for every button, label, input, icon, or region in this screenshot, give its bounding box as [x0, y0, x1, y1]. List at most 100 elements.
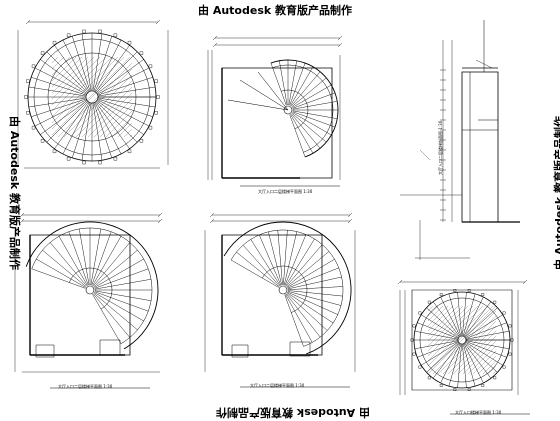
stair-tread-line [279, 61, 287, 105]
hatch-line [428, 306, 488, 366]
stair-tread-line [98, 87, 155, 96]
stair-tread-line [93, 34, 102, 91]
stair-tread-line [466, 331, 509, 339]
hatch-line [94, 99, 132, 137]
stair-outer-arc-2 [32, 228, 152, 344]
room-outline [222, 68, 332, 178]
stair-tread-line [433, 302, 460, 337]
railing-post [454, 388, 456, 390]
stair-tread-line [462, 344, 466, 388]
spiral-stair-plan-bottom-left [15, 213, 162, 388]
center-column [86, 286, 94, 294]
railing-post [482, 384, 484, 386]
hatch-line [106, 111, 132, 137]
hatch-line [52, 57, 112, 117]
hatch-line [52, 57, 58, 63]
stair-tread-line [97, 101, 144, 135]
stair-tread-line [288, 268, 339, 288]
stair-tread-line [449, 294, 461, 336]
stair-tread-line [94, 259, 143, 288]
hatch-line [438, 316, 496, 374]
hatch-line [458, 336, 496, 374]
hatch-line [428, 306, 483, 361]
stair-tread-line [259, 235, 281, 286]
stair-tread-line [466, 341, 507, 357]
stair-tread-line [96, 102, 130, 149]
hatch-line [112, 117, 132, 137]
stair-tread-line [50, 243, 87, 287]
hatch-line [70, 75, 132, 137]
center-column [279, 286, 287, 294]
stair-tread-line [92, 232, 111, 286]
dimension-tick [210, 213, 214, 217]
stair-tread-line [466, 341, 509, 349]
stair-tread-line [98, 98, 155, 107]
stair-tread-line [449, 344, 461, 386]
stair-tread-line [421, 315, 458, 338]
caption-plan-bottom-middle: 大厅入口二层楼梯平面图 1:30 [250, 383, 305, 388]
hatch-line [52, 57, 100, 105]
railing-post [32, 126, 35, 129]
railing-post [149, 65, 152, 68]
dimension-tick [348, 219, 352, 223]
hatch-line [52, 57, 130, 135]
railing-post [26, 111, 29, 114]
stair-tread-line [231, 260, 279, 288]
railing-post [128, 41, 131, 44]
dimension-tick [20, 219, 24, 223]
hatch-line [76, 81, 132, 137]
railing-post [114, 34, 117, 37]
hatch-line [52, 57, 118, 123]
hatch-line [52, 57, 106, 111]
dimension-tick [213, 43, 217, 47]
stair-outer-arc [26, 222, 158, 349]
dimension-tick [26, 20, 30, 24]
hatch-line [428, 306, 478, 356]
railing-post [128, 150, 131, 153]
stair-tread-line [95, 40, 121, 92]
hatch-line [52, 57, 70, 75]
hatch-line [52, 57, 88, 93]
stair-tread-line [236, 252, 279, 287]
stair-tread-line [292, 85, 331, 108]
stair-tread-line [291, 67, 314, 106]
stair-tread-line [287, 293, 328, 330]
caption-section-right: 大厅入口二层楼梯剖面图 1:30 [438, 120, 443, 175]
hatch-line [428, 306, 493, 371]
stair-tread-line [54, 45, 88, 92]
stair-tread-line [290, 63, 305, 105]
railing-post [440, 293, 442, 295]
stair-tread-line [287, 293, 333, 323]
railing-post [53, 150, 56, 153]
hatch-line [124, 129, 132, 137]
hatch-line [52, 57, 76, 81]
railing-post [509, 353, 511, 355]
stair-tread-line [36, 259, 85, 288]
stair-tread-line [283, 230, 287, 285]
hatch-line [428, 306, 473, 351]
railing-post [428, 301, 430, 303]
railing-post [26, 80, 29, 83]
stair-tread-line [293, 111, 337, 119]
stair-tread-line [464, 297, 484, 336]
circular-stair-plan-bottom-right [398, 220, 530, 414]
stair-tread-line [288, 287, 343, 290]
railing-post [25, 96, 28, 99]
stair-tread-line [292, 113, 331, 136]
stair-tread-line [98, 99, 153, 117]
center-column [284, 106, 292, 114]
railing-post [53, 41, 56, 44]
railing-post [155, 111, 158, 114]
hatch-line [58, 63, 132, 137]
stair-tread-line [466, 323, 507, 339]
stair-tread-line [286, 294, 320, 337]
hatch-line [468, 346, 496, 374]
stair-tread-line [93, 236, 122, 285]
railing-post [428, 377, 430, 379]
stair-tread-line [462, 292, 466, 336]
railing-post [67, 34, 70, 37]
railing-post [32, 65, 35, 68]
railing-post [503, 312, 505, 314]
stair-line [228, 100, 288, 110]
stair-tread-line [415, 341, 458, 349]
